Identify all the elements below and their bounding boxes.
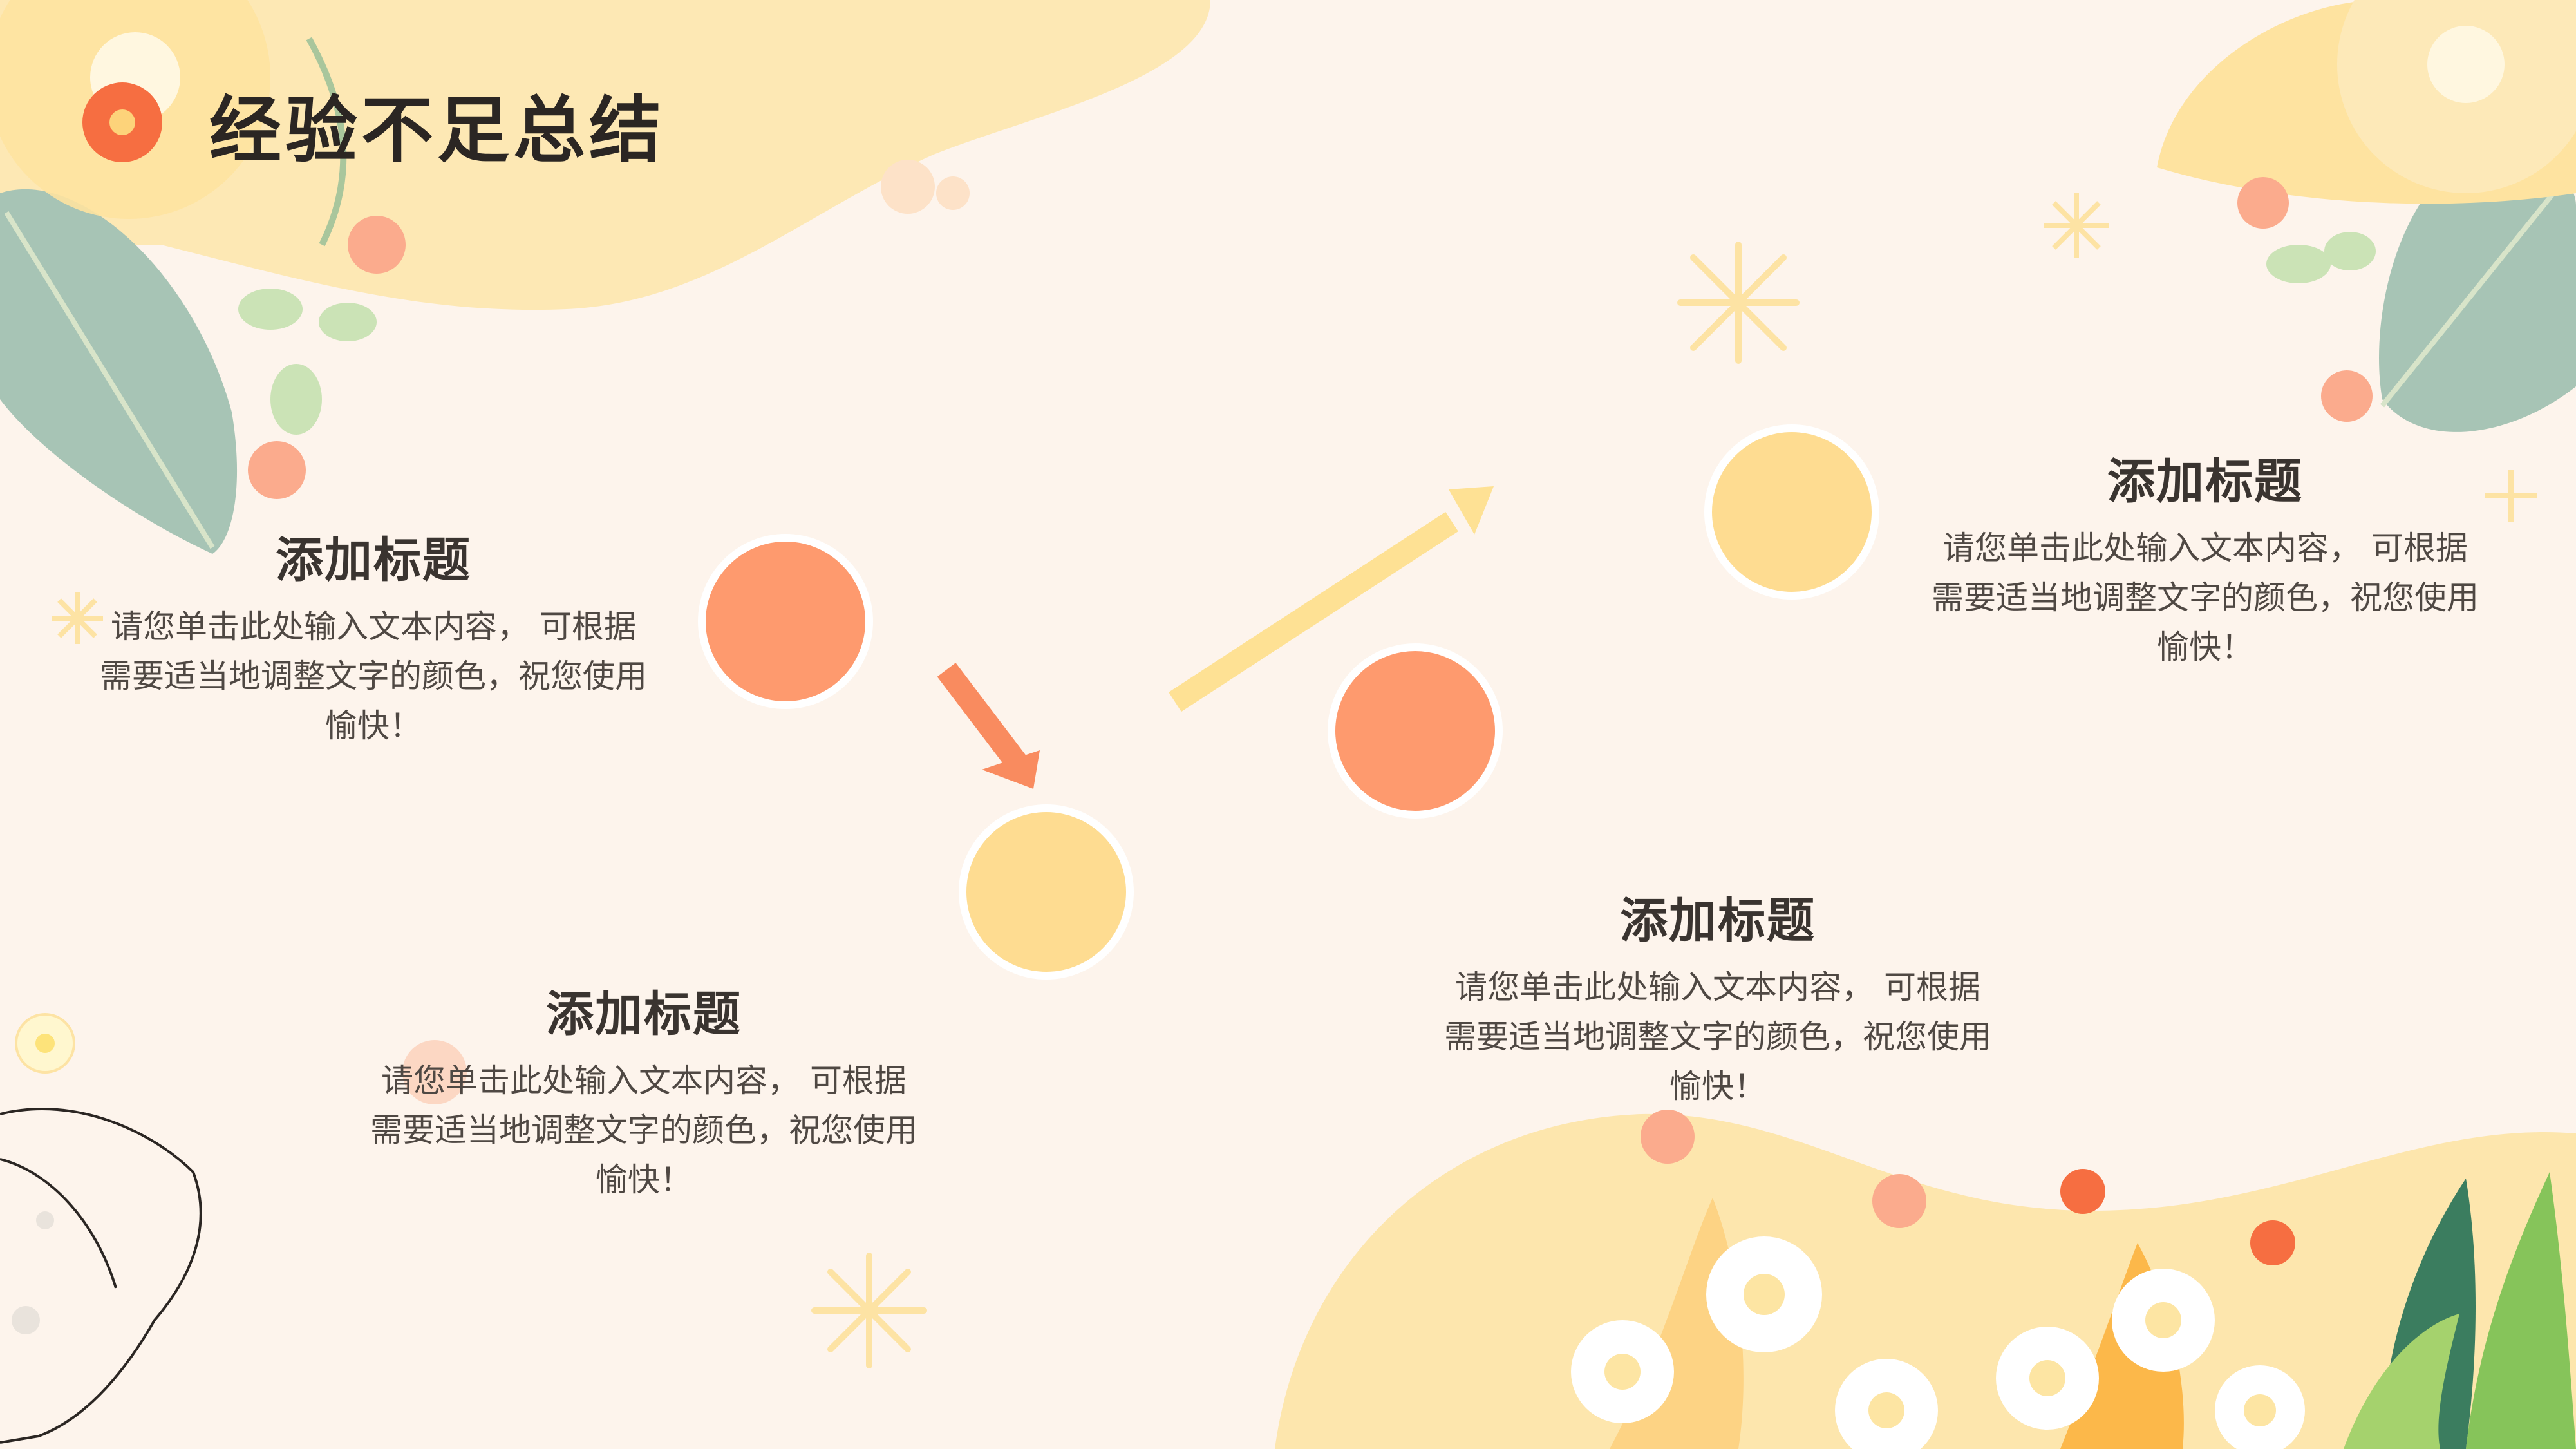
block-heading[interactable]: 添加标题 bbox=[276, 533, 471, 588]
bottom-left-leaf-icon bbox=[0, 1013, 467, 1444]
arrow-down-icon bbox=[937, 663, 1040, 789]
block-body[interactable]: 请您单击此处输入文本内容， 可根据需要适当地调整文字的颜色，祝您使用愉快！ bbox=[100, 608, 647, 744]
text-block-2: 添加标题 请您单击此处输入文本内容， 可根据需要适当地调整文字的颜色，祝您使用愉… bbox=[367, 976, 921, 1205]
text-block-4: 添加标题 请您单击此处输入文本内容， 可根据需要适当地调整文字的颜色，祝您使用愉… bbox=[1928, 443, 2482, 672]
page-title: 经验不足总结 bbox=[209, 89, 665, 173]
bottom-flowers-icon bbox=[1571, 1110, 2576, 1449]
top-left-blob bbox=[0, 0, 1210, 310]
block-body[interactable]: 请您单击此处输入文本内容， 可根据需要适当地调整文字的颜色，祝您使用愉快！ bbox=[1932, 529, 2479, 666]
top-right-floral-icon bbox=[2044, 0, 2576, 522]
circle-2 bbox=[959, 804, 1134, 980]
arrow-up-right-icon bbox=[1169, 486, 1494, 712]
text-block-1: 添加标题 请您单击此处输入文本内容， 可根据需要适当地调整文字的颜色，祝您使用愉… bbox=[97, 522, 650, 751]
circle-1 bbox=[698, 534, 873, 709]
block-body[interactable]: 请您单击此处输入文本内容， 可根据需要适当地调整文字的颜色，祝您使用愉快！ bbox=[1444, 969, 1991, 1105]
sparkle-icon bbox=[811, 242, 1800, 1368]
top-left-floral-icon bbox=[0, 0, 970, 644]
block-heading[interactable]: 添加标题 bbox=[546, 987, 742, 1042]
block-heading[interactable]: 添加标题 bbox=[1620, 893, 1816, 949]
block-heading[interactable]: 添加标题 bbox=[2107, 454, 2303, 509]
circle-3 bbox=[1328, 643, 1503, 819]
block-body[interactable]: 请您单击此处输入文本内容， 可根据需要适当地调整文字的颜色，祝您使用愉快！ bbox=[370, 1062, 917, 1198]
circle-4 bbox=[1704, 424, 1879, 600]
text-block-3: 添加标题 请您单击此处输入文本内容， 可根据需要适当地调整文字的颜色，祝您使用愉… bbox=[1441, 882, 1995, 1112]
